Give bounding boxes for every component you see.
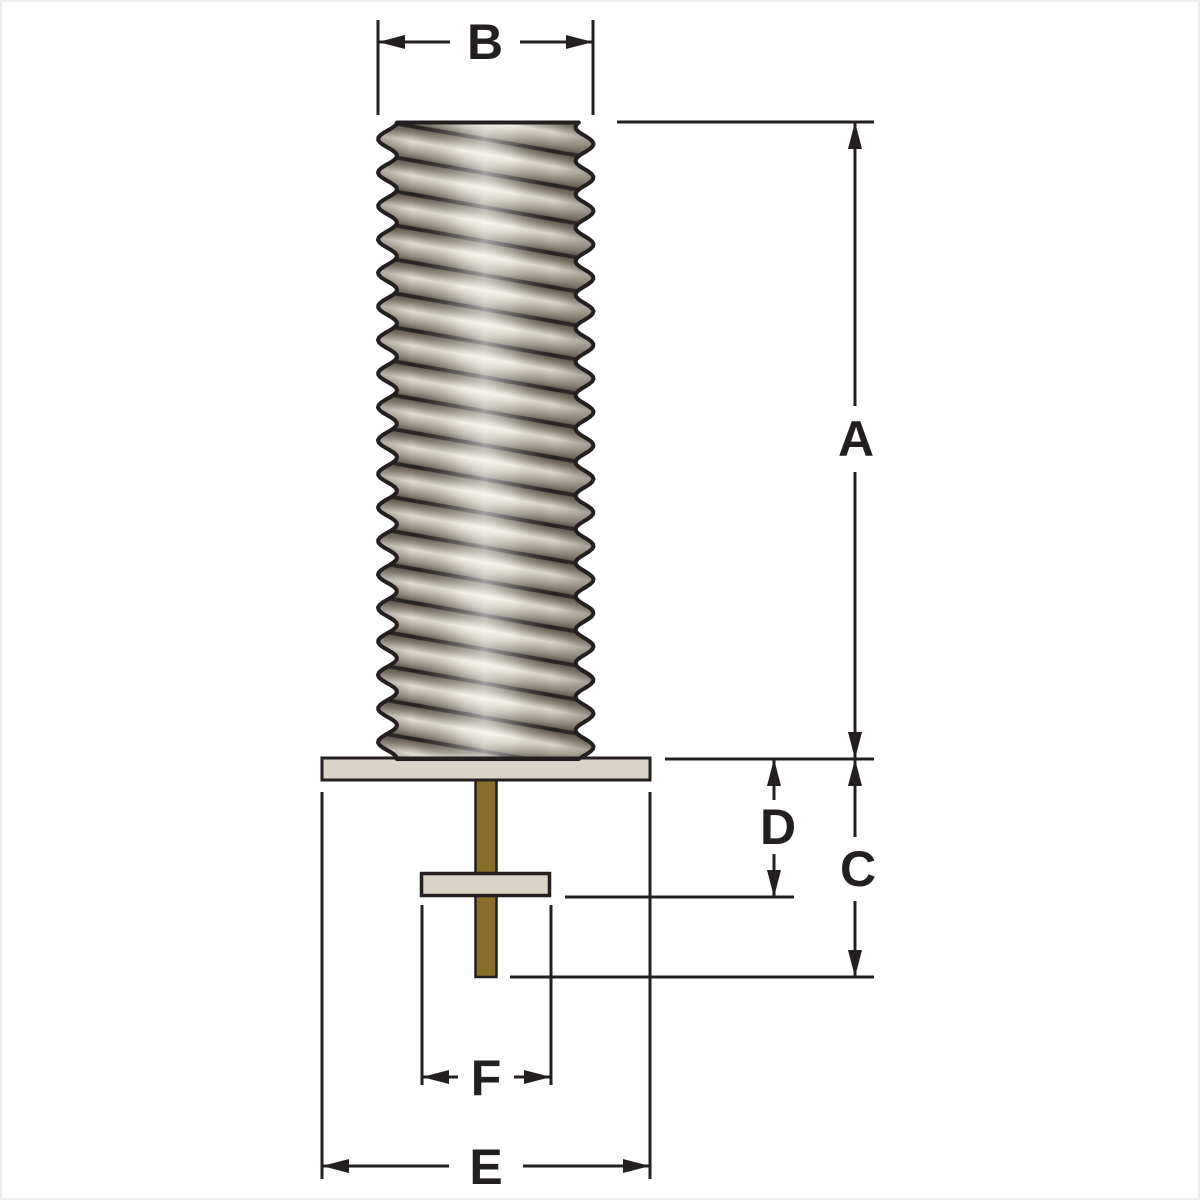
dimension-label-c: C [840,841,876,897]
dimension-label-a: A [838,411,874,467]
arrowhead [848,950,862,977]
washer-disc [419,871,552,898]
arrowhead [767,759,781,786]
dimension-label-f: F [471,1050,502,1106]
arrowhead [767,870,781,897]
dimension-labels: B A C D E F [467,14,876,1195]
arrowhead [848,732,862,759]
dimension-label-b: B [467,14,503,70]
dimension-arrows [322,35,862,1173]
flange-plate [320,756,652,782]
arrowhead [623,1159,650,1173]
arrowhead [566,35,593,49]
arrowhead [422,1070,449,1084]
dimension-label-d: D [760,799,796,855]
dimension-label-e: E [469,1139,502,1195]
part-illustration [320,120,652,979]
arrowhead [322,1159,349,1173]
arrowhead [378,35,405,49]
arrowhead [848,759,862,786]
extension-lines [320,20,874,1179]
threaded-shaft-shading [378,122,594,759]
arrowhead [524,1070,551,1084]
arrowhead [848,122,862,149]
